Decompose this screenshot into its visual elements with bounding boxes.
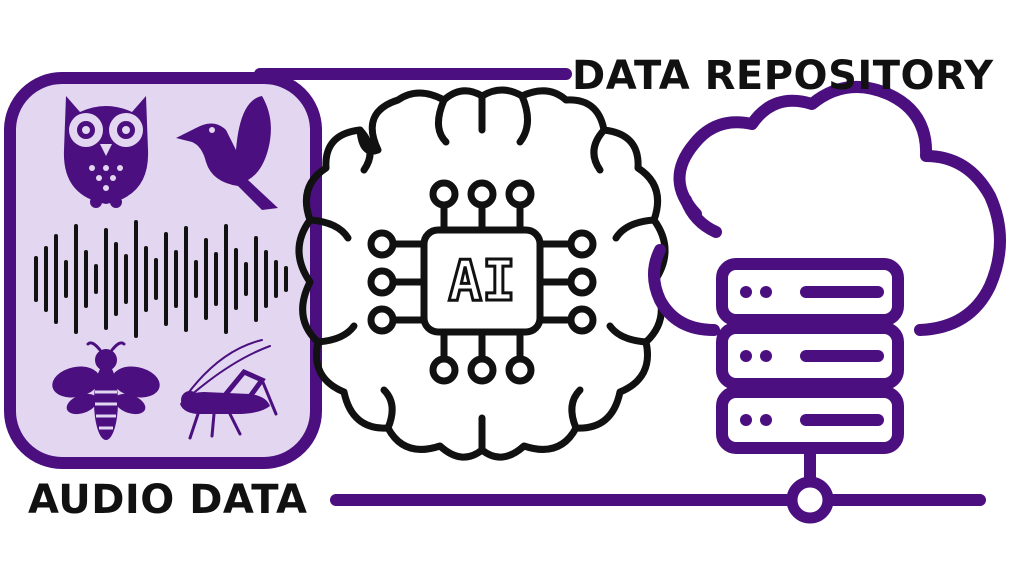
network-node-icon [786, 448, 834, 524]
ai-chip [367, 179, 597, 385]
ai-brain-icon [295, 86, 669, 461]
ai-chip-label: AI [448, 249, 515, 314]
audio-data-label: AUDIO DATA [28, 477, 308, 523]
cloud-icon [648, 80, 1006, 336]
server-stack-icon [716, 258, 904, 454]
bird-icon [176, 96, 278, 210]
bee-icon [52, 341, 160, 440]
data-repository-label: DATA REPOSITORY [572, 53, 994, 99]
owl-icon [63, 96, 149, 208]
cricket-icon [180, 339, 278, 440]
waveform-icon [34, 220, 288, 338]
